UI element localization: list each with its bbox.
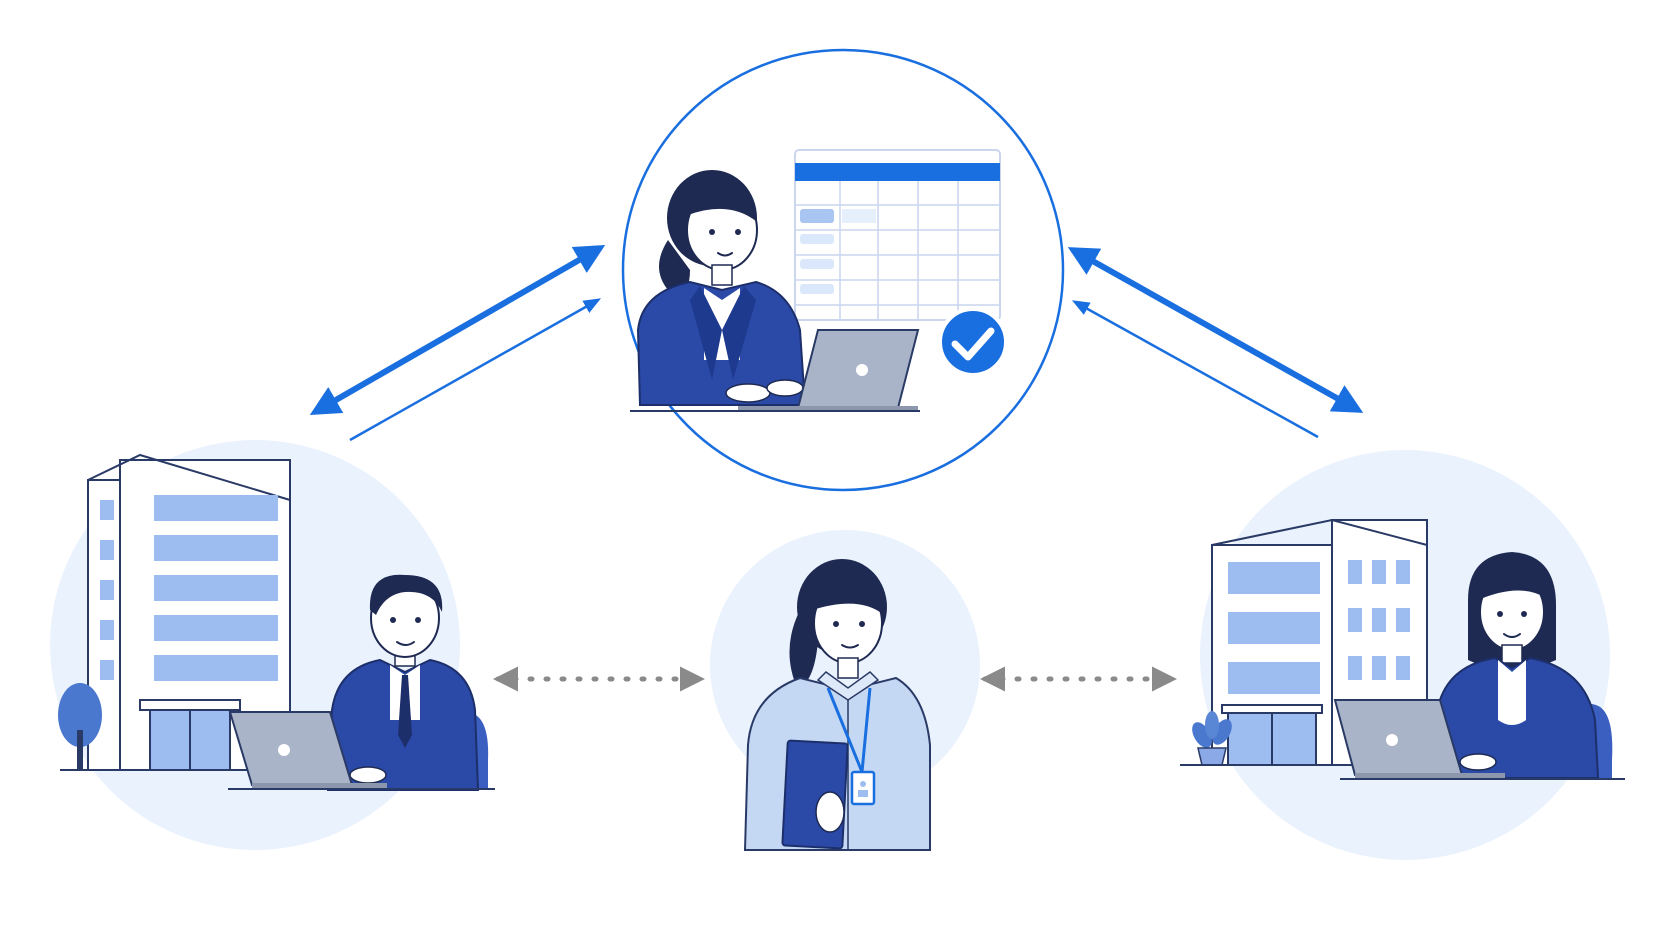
coordinator-laptop-icon <box>738 329 920 412</box>
check-circle-icon <box>938 307 1008 377</box>
laptop-right-icon <box>1333 699 1505 779</box>
tree-icon <box>58 683 102 770</box>
arrow-left-to-coordinator <box>309 245 606 442</box>
coordinator-node <box>630 149 1008 412</box>
laptop-left-icon <box>228 711 387 789</box>
worker-center-node <box>743 559 931 851</box>
spreadsheet-icon <box>794 149 1001 321</box>
company-left-node <box>58 453 495 791</box>
businesswoman-right <box>1430 552 1613 779</box>
arrow-coordinator-to-right <box>1067 247 1364 439</box>
businessman-left <box>326 574 489 791</box>
company-right-node <box>1180 518 1625 780</box>
coordinator-woman <box>636 170 807 406</box>
id-badge-icon <box>850 770 876 806</box>
plant-icon <box>1192 711 1232 766</box>
lanyard-icon <box>826 687 872 773</box>
